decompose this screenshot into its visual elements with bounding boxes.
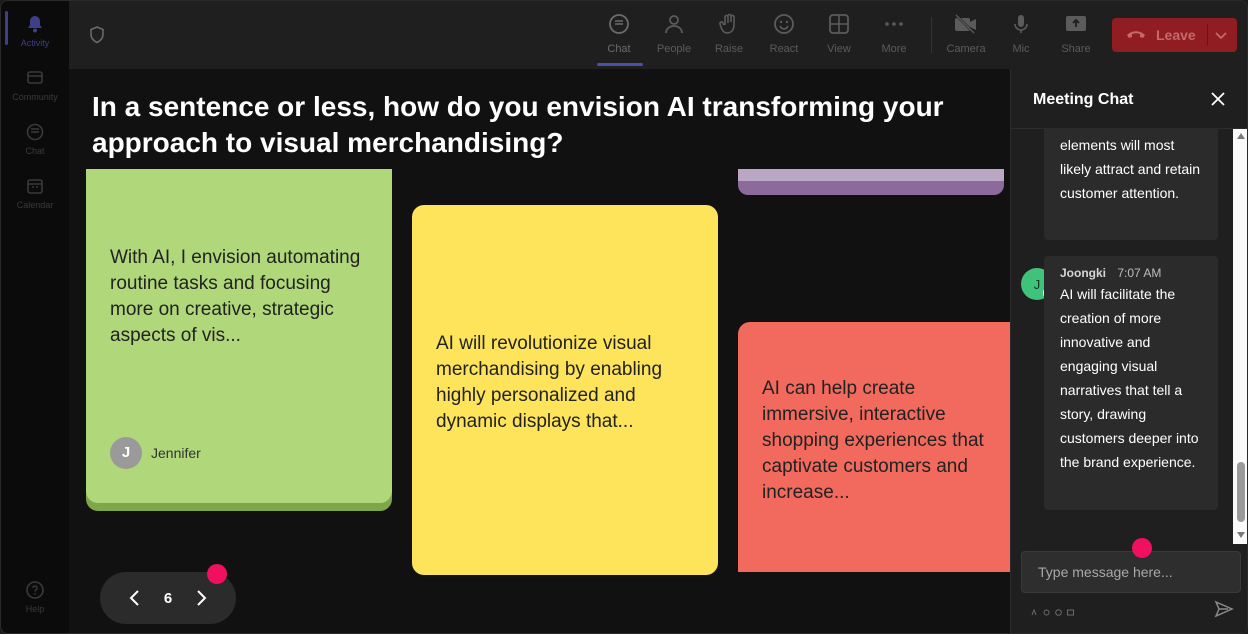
shield-icon[interactable] bbox=[87, 25, 107, 50]
tool-chat[interactable]: Chat bbox=[593, 11, 645, 55]
tool-label-chat: Chat bbox=[607, 43, 631, 55]
community-icon bbox=[24, 67, 46, 89]
emoji-icon[interactable] bbox=[1055, 603, 1062, 616]
help-icon bbox=[24, 579, 46, 601]
active-tab-indicator bbox=[597, 63, 643, 66]
tool-react[interactable]: React bbox=[758, 11, 810, 55]
card-top-band bbox=[738, 169, 1004, 181]
message-time: 7:07 AM bbox=[1117, 266, 1162, 280]
more-icon bbox=[881, 11, 907, 37]
chevron-right-icon bbox=[197, 590, 207, 606]
format-icon[interactable] bbox=[1031, 603, 1038, 616]
tool-view[interactable]: View bbox=[813, 11, 865, 55]
rail-label-chat: Chat bbox=[25, 146, 45, 156]
meeting-toolbar: Chat People Raise React View bbox=[69, 1, 1247, 69]
response-card[interactable]: AI can help create immersive, interactiv… bbox=[738, 322, 1010, 572]
chat-title: Meeting Chat bbox=[1033, 91, 1134, 108]
question-title: In a sentence or less, how do you envisi… bbox=[92, 91, 944, 158]
avatar: J bbox=[110, 437, 142, 469]
react-icon bbox=[771, 11, 797, 37]
scroll-up-icon[interactable] bbox=[1237, 133, 1245, 139]
gif-icon[interactable] bbox=[1067, 603, 1074, 616]
bell-icon bbox=[24, 13, 46, 35]
scroll-thumb[interactable] bbox=[1237, 462, 1245, 522]
response-card[interactable]: AI will revolutionize visual merchandisi… bbox=[412, 205, 718, 575]
message-text: elements will most likely attract and re… bbox=[1060, 137, 1201, 201]
chat-message: elements will most likely attract and re… bbox=[1044, 129, 1218, 240]
tool-label-view: View bbox=[827, 43, 851, 55]
tool-more[interactable]: More bbox=[868, 11, 920, 55]
rail-item-help[interactable]: Help bbox=[1, 579, 69, 614]
chat-icon bbox=[606, 11, 632, 37]
presentation-stage: In a sentence or less, how do you envisi… bbox=[69, 69, 1010, 633]
page-number: 6 bbox=[163, 589, 173, 607]
send-icon[interactable] bbox=[1214, 599, 1234, 619]
view-icon bbox=[826, 11, 852, 37]
share-icon bbox=[1063, 11, 1089, 37]
message-author: Joongki bbox=[1060, 266, 1107, 280]
phone-hangup-icon bbox=[1126, 27, 1146, 43]
response-card[interactable]: With AI, I envision automating routine t… bbox=[86, 169, 392, 503]
rail-item-activity[interactable]: Activity bbox=[1, 13, 69, 48]
attach-icon[interactable] bbox=[1043, 603, 1050, 616]
response-card[interactable] bbox=[738, 169, 1004, 195]
previous-button[interactable] bbox=[123, 586, 147, 610]
tool-label-mic: Mic bbox=[1012, 43, 1030, 55]
pointer-marker bbox=[1132, 538, 1152, 558]
left-rail: Activity Community Chat Calendar Help bbox=[1, 1, 69, 633]
toolbar-divider bbox=[931, 17, 932, 53]
meeting-chat-panel: Meeting Chat elements will most likely a… bbox=[1010, 69, 1247, 633]
rail-item-chat[interactable]: Chat bbox=[1, 121, 69, 156]
card-author: J Jennifer bbox=[110, 437, 201, 469]
leave-separator bbox=[1207, 24, 1208, 46]
people-icon bbox=[661, 11, 687, 37]
rail-label-activity: Activity bbox=[20, 38, 50, 48]
author-name: Jennifer bbox=[151, 445, 201, 461]
leave-button[interactable]: Leave bbox=[1112, 18, 1237, 52]
tool-label-share: Share bbox=[1061, 43, 1091, 55]
mic-icon bbox=[1008, 11, 1034, 37]
tool-label-camera: Camera bbox=[946, 43, 986, 55]
chat-icon bbox=[24, 121, 46, 143]
message-meta: Joongki 7:07 AM bbox=[1060, 256, 1204, 282]
tool-share[interactable]: Share bbox=[1050, 11, 1102, 55]
tool-label-people: People bbox=[656, 43, 692, 55]
tool-label-raise: Raise bbox=[714, 43, 744, 55]
chat-message: Joongki 7:07 AM AI will facilitate the c… bbox=[1044, 256, 1218, 510]
raise-hand-icon bbox=[716, 11, 742, 37]
camera-off-icon bbox=[953, 11, 979, 37]
next-button[interactable] bbox=[189, 586, 213, 610]
tool-camera[interactable]: Camera bbox=[940, 11, 992, 55]
chat-scrollbar[interactable] bbox=[1233, 129, 1247, 544]
rail-label-help: Help bbox=[25, 604, 45, 614]
message-input-box[interactable] bbox=[1021, 551, 1241, 593]
rail-active-indicator bbox=[5, 11, 8, 45]
rail-item-community[interactable]: Community bbox=[1, 67, 69, 102]
chevron-down-icon[interactable] bbox=[1213, 27, 1229, 46]
card-text: With AI, I envision automating routine t… bbox=[110, 247, 361, 346]
close-icon[interactable] bbox=[1208, 89, 1228, 109]
card-text: AI will revolutionize visual merchandisi… bbox=[436, 333, 663, 432]
tool-mic[interactable]: Mic bbox=[995, 11, 1047, 55]
rail-item-calendar[interactable]: Calendar bbox=[1, 175, 69, 210]
card-text: AI can help create immersive, interactiv… bbox=[762, 378, 984, 503]
scroll-down-icon[interactable] bbox=[1237, 532, 1245, 538]
rail-label-calendar: Calendar bbox=[16, 200, 54, 210]
tool-raise[interactable]: Raise bbox=[703, 11, 755, 55]
tool-people[interactable]: People bbox=[648, 11, 700, 55]
chat-header: Meeting Chat bbox=[1011, 69, 1247, 129]
leave-label: Leave bbox=[1156, 27, 1196, 43]
tool-label-react: React bbox=[769, 43, 799, 55]
chevron-left-icon bbox=[129, 590, 139, 606]
format-toolbar bbox=[1031, 603, 1074, 616]
rail-label-community: Community bbox=[12, 92, 58, 102]
message-input[interactable] bbox=[1022, 552, 1240, 592]
pointer-marker bbox=[207, 564, 227, 584]
calendar-icon bbox=[24, 175, 46, 197]
message-text: AI will facilitate the creation of more … bbox=[1060, 286, 1199, 470]
tool-label-more: More bbox=[881, 43, 907, 55]
